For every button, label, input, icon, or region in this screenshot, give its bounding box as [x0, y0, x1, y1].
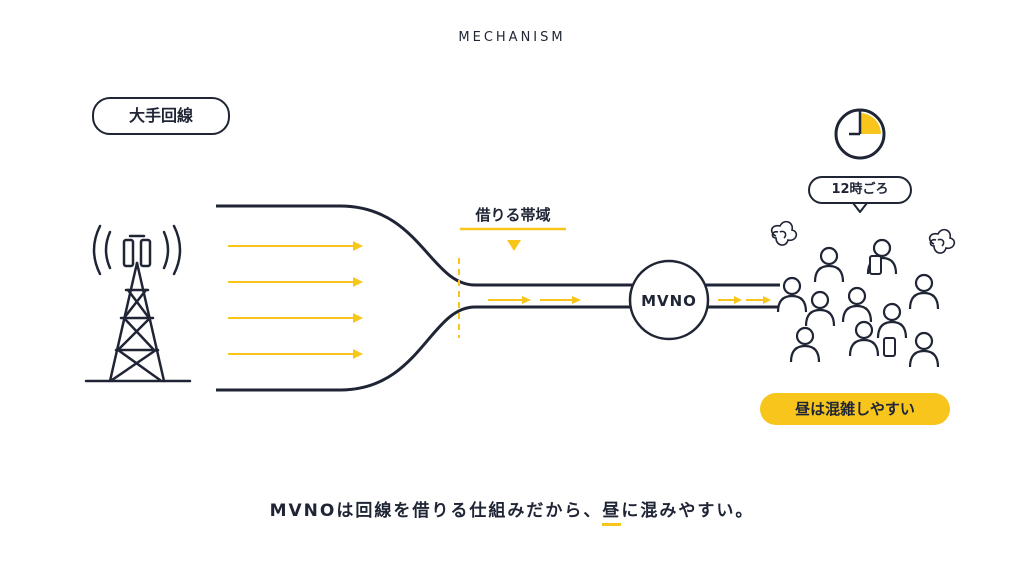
mvno-label: MVNO	[641, 292, 697, 310]
caption-text-end: に混みやすい。	[621, 501, 755, 521]
person-icon	[908, 331, 940, 368]
person-icon	[789, 326, 821, 363]
time-bubble: 12時ごろ	[808, 176, 912, 204]
band-label: 借りる帯域	[475, 206, 551, 224]
carrier-label: 大手回線	[92, 97, 230, 135]
person-icon	[848, 320, 880, 357]
congestion-badge: 昼は混雑しやすい	[760, 393, 950, 425]
frustration-scribble-icon	[770, 220, 956, 254]
person-icon	[804, 290, 836, 327]
person-icon	[908, 273, 940, 310]
smartphone-icon	[869, 255, 896, 357]
cell-tower-icon	[84, 224, 192, 383]
band-pointer-triangle	[507, 240, 521, 251]
caption-text: MVNOは回線を借りる仕組みだから、	[269, 501, 603, 521]
crowd	[776, 238, 940, 368]
person-icon	[841, 286, 873, 323]
bubble-tail	[852, 202, 868, 213]
person-icon	[876, 302, 908, 339]
caption: MVNOは回線を借りる仕組みだから、昼に混みやすい。	[0, 496, 1024, 526]
flow-arrows	[228, 241, 771, 359]
person-icon	[776, 276, 808, 313]
person-icon	[813, 246, 845, 283]
clock-icon	[834, 108, 886, 160]
band-pipe	[216, 204, 780, 392]
section-title: MECHANISM	[458, 30, 566, 45]
mvno-node	[628, 259, 710, 341]
caption-highlight: 昼	[602, 501, 622, 526]
